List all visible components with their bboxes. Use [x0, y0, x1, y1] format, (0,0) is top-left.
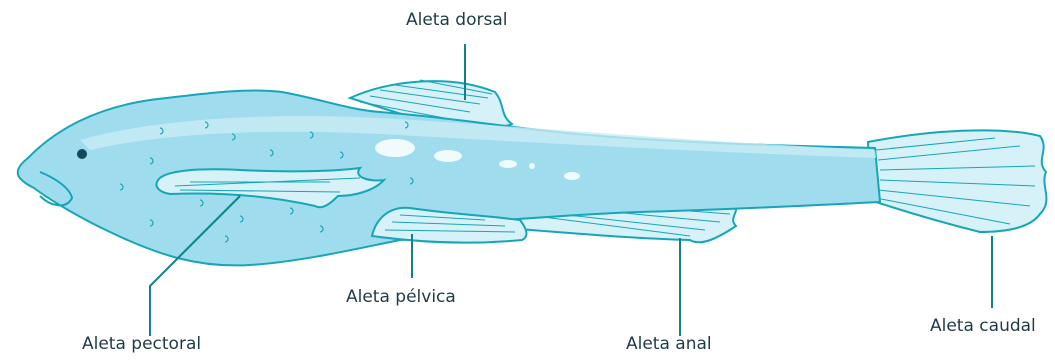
label-caudal-fin: Aleta caudal [930, 316, 1036, 336]
label-pelvic-fin: Aleta pélvica [346, 287, 456, 307]
eye-icon [77, 149, 87, 159]
label-anal-fin: Aleta anal [626, 334, 712, 354]
caudal-fin [868, 130, 1046, 232]
label-dorsal-fin: Aleta dorsal [406, 10, 507, 30]
label-pectoral-fin: Aleta pectoral [82, 334, 201, 354]
